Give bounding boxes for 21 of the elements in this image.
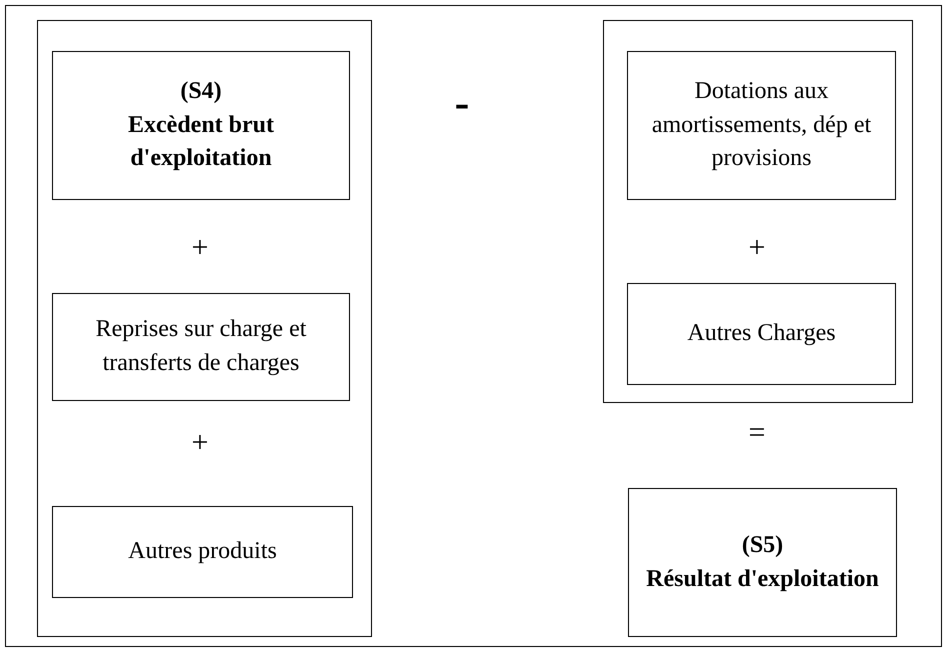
text-box [52, 506, 353, 598]
section-code: (S5) [740, 530, 784, 560]
text-box [627, 51, 896, 200]
text-box [627, 283, 896, 385]
box-label: Autres Charges [686, 319, 837, 348]
box-label: Dotations aux amortissements, dép et provisions [650, 77, 872, 174]
text-box [628, 488, 897, 637]
group-box [603, 20, 913, 403]
box-label: Résultat d'exploitation [645, 564, 880, 594]
text-box [52, 293, 350, 401]
text-box [52, 51, 350, 200]
minus-sign: - [454, 81, 470, 125]
box-label: Autres produits [127, 537, 278, 566]
section-code: (S4) [179, 77, 223, 106]
group-box [37, 20, 372, 637]
box-label: Excèdent brut d'exploitation [127, 110, 275, 174]
plus-sign: + [748, 233, 766, 263]
equals-sign: = [748, 418, 766, 448]
plus-sign: + [192, 233, 208, 263]
plus-sign: + [192, 428, 208, 458]
box-label: Reprises sur charge et transferts de charges [94, 315, 308, 378]
